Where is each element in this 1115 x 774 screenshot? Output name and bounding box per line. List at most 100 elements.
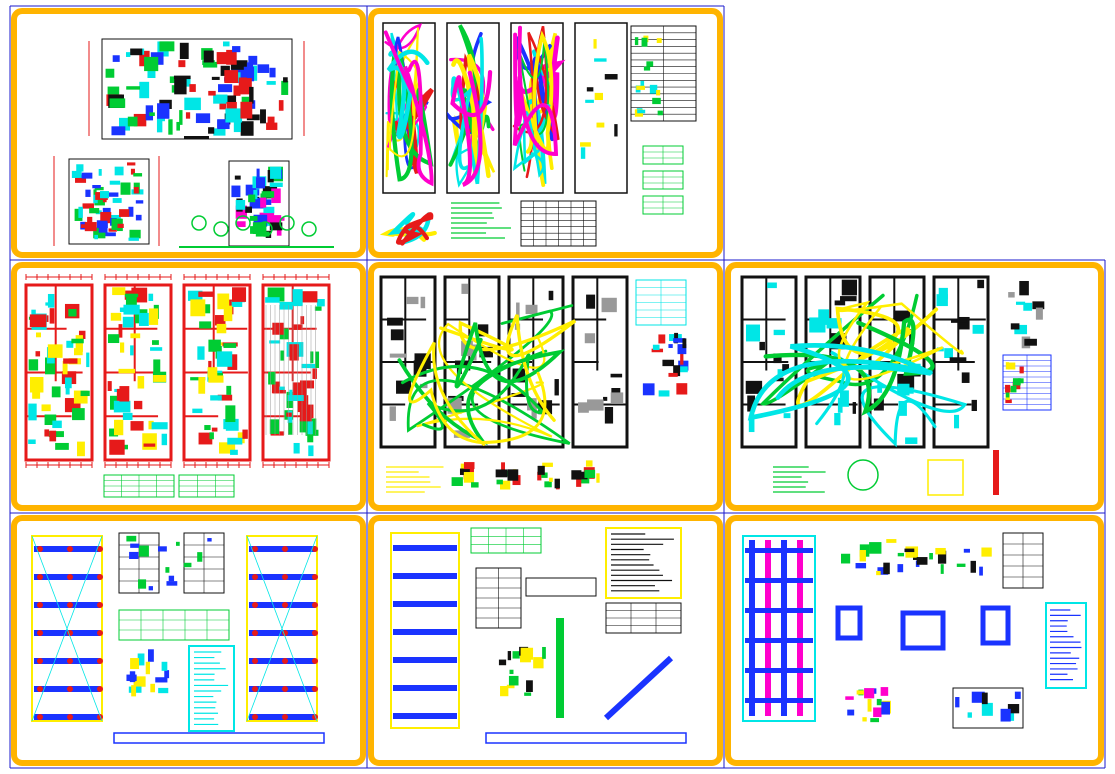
detail-block <box>981 692 988 705</box>
detail-block <box>157 546 167 552</box>
detail-block <box>235 199 246 210</box>
pipe-run <box>763 317 935 416</box>
detail-block <box>299 405 312 422</box>
detail-block <box>35 351 41 357</box>
detail-block <box>109 428 119 437</box>
pipe-run <box>400 352 546 431</box>
detail-block <box>261 191 275 198</box>
detail-block <box>651 348 664 353</box>
sheet-frame-plans-a <box>11 515 366 766</box>
detail-block <box>271 381 281 394</box>
detail-block <box>680 353 684 365</box>
column-marker <box>282 574 288 580</box>
pipe-run <box>397 322 566 446</box>
detail-block <box>537 465 545 475</box>
detail-block <box>584 333 596 344</box>
tree-symbol <box>257 221 273 237</box>
detail-block <box>461 283 469 294</box>
detail-block <box>105 68 115 78</box>
floor-plan-outline <box>382 22 436 194</box>
detail-block <box>747 395 756 412</box>
detail-block <box>678 360 689 371</box>
detail-block <box>219 99 227 110</box>
column-marker <box>252 658 258 664</box>
detail-block <box>126 86 140 90</box>
detail-block <box>107 334 120 344</box>
column-marker <box>37 574 43 580</box>
detail-block <box>249 86 254 104</box>
detail-block <box>76 164 84 172</box>
detail-block <box>544 481 552 488</box>
detail-block <box>877 567 889 575</box>
detail-block <box>161 661 168 671</box>
detail-block <box>893 310 911 322</box>
detail-block <box>516 302 520 320</box>
detail-block <box>125 52 131 57</box>
detail-block <box>184 97 201 111</box>
detail-block <box>213 128 226 136</box>
detail-block <box>225 418 239 431</box>
detail-block <box>287 422 293 435</box>
tree-symbol <box>191 215 207 231</box>
detail-block <box>216 351 233 367</box>
detail-block <box>198 432 213 445</box>
beam-section <box>525 577 597 597</box>
detail-block <box>1012 378 1021 386</box>
detail-block <box>190 377 206 381</box>
detail-block <box>853 281 857 291</box>
detail-block <box>139 545 149 557</box>
detail-block <box>208 127 215 134</box>
detail-block <box>246 62 254 79</box>
legend-table <box>118 609 230 641</box>
detail-block <box>51 386 61 398</box>
slab-diagonal <box>246 535 318 722</box>
column-marker <box>312 714 318 720</box>
detail-block <box>175 541 180 546</box>
detail-block <box>249 215 258 221</box>
detail-block <box>147 649 154 662</box>
detail-block <box>676 383 688 395</box>
detail-block <box>855 562 867 569</box>
detail-block <box>185 112 191 119</box>
column-marker <box>67 602 73 608</box>
detail-block <box>157 103 170 119</box>
detail-block <box>138 579 147 589</box>
detail-block <box>153 359 161 373</box>
detail-block <box>62 360 68 375</box>
detail-block <box>266 81 276 85</box>
detail-block <box>847 709 855 716</box>
detail-block <box>164 670 170 679</box>
detail-block <box>916 557 928 565</box>
detail-block <box>210 395 222 401</box>
sheet-water-plans <box>368 262 723 511</box>
detail-block <box>211 427 218 432</box>
detail-block <box>841 553 851 564</box>
detail-block <box>203 50 214 63</box>
detail-block <box>236 221 246 228</box>
detail-block <box>682 338 687 349</box>
detail-block <box>614 124 618 137</box>
detail-block <box>280 350 285 361</box>
detail-block <box>189 84 196 92</box>
detail-block <box>658 334 666 344</box>
detail-block <box>226 385 232 395</box>
detail-block <box>981 702 993 716</box>
detail-block <box>114 166 124 176</box>
tree-symbol <box>235 215 251 231</box>
detail-block <box>256 168 260 178</box>
detail-block <box>208 90 216 96</box>
detail-block <box>643 66 651 71</box>
detail-block <box>554 379 559 396</box>
detail-block <box>880 687 889 696</box>
detail-block <box>147 69 156 78</box>
detail-block <box>662 359 675 367</box>
detail-block <box>668 372 678 377</box>
detail-block <box>937 550 947 564</box>
pipe-run <box>406 304 574 445</box>
detail-block <box>977 279 985 289</box>
detail-block <box>1014 324 1028 335</box>
detail-block <box>84 222 97 232</box>
detail-block <box>459 468 464 475</box>
column-marker <box>312 574 318 580</box>
detail-block <box>453 430 471 438</box>
